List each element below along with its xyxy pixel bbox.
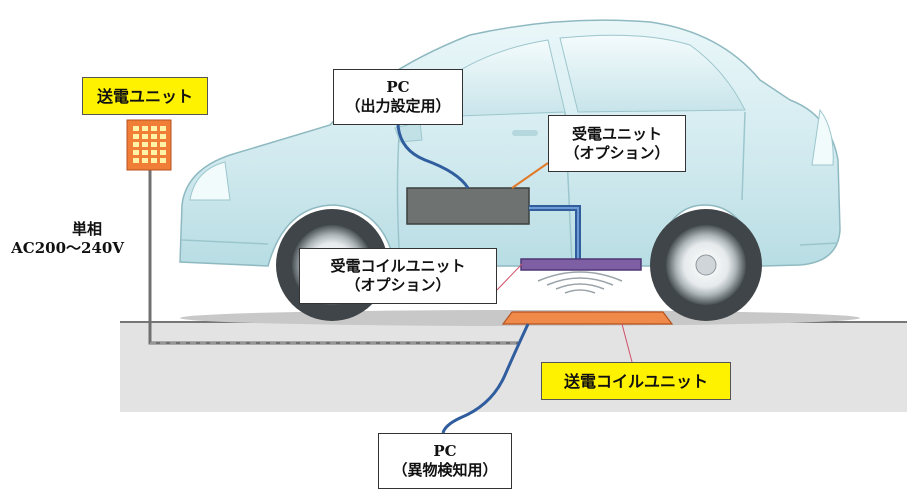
receiver-unit-line2: （オプション） <box>564 143 670 162</box>
transmitter-coil-unit-text: 送電コイルユニット <box>563 371 708 391</box>
pc-output-line2: （出力設定用） <box>345 97 451 115</box>
transmitter-coil-unit-label: 送電コイルユニット <box>541 362 731 400</box>
transmitter-unit-box <box>126 119 172 171</box>
wireless-waves <box>537 271 623 294</box>
pc-output-label: PC （出力設定用） <box>333 69 463 125</box>
rear-wheel <box>650 209 762 321</box>
pc-detection-line1: PC <box>433 442 457 460</box>
car-illustration <box>179 19 860 326</box>
pc-detection-label: PC （異物検知用） <box>378 433 512 489</box>
receiver-unit-box <box>406 187 530 225</box>
power-supply-line2: AC200～240V <box>11 239 124 257</box>
transmitter-coil-leader <box>621 323 633 363</box>
receiver-coil-unit-line1: 受電コイルユニット <box>330 257 466 275</box>
transmitter-coil <box>501 311 674 325</box>
pc-detection-line2: （異物検知用） <box>392 461 498 479</box>
power-supply-label: 単相 AC200～240V <box>4 220 124 262</box>
pc-output-line1: PC <box>386 78 410 96</box>
receiver-unit-label: 受電ユニット （オプション） <box>548 115 686 172</box>
receiver-coil-unit-label: 受電コイルユニット （オプション） <box>299 248 497 304</box>
transmitter-unit-text: 送電ユニット <box>96 86 193 106</box>
ground <box>120 321 907 412</box>
receiver-coil-unit-line2: （オプション） <box>345 276 451 294</box>
receiver-coil <box>520 258 642 271</box>
car-rear-window <box>559 34 746 113</box>
transmitter-unit-label: 送電ユニット <box>82 77 208 115</box>
receiver-unit-leader <box>511 162 549 189</box>
power-supply-line1: 単相 <box>71 220 102 238</box>
receiver-unit-line1: 受電ユニット <box>571 124 662 143</box>
receiver-coil-leader <box>496 263 523 291</box>
pc-detection-cable <box>441 323 530 434</box>
pc-output-cable <box>396 124 470 189</box>
